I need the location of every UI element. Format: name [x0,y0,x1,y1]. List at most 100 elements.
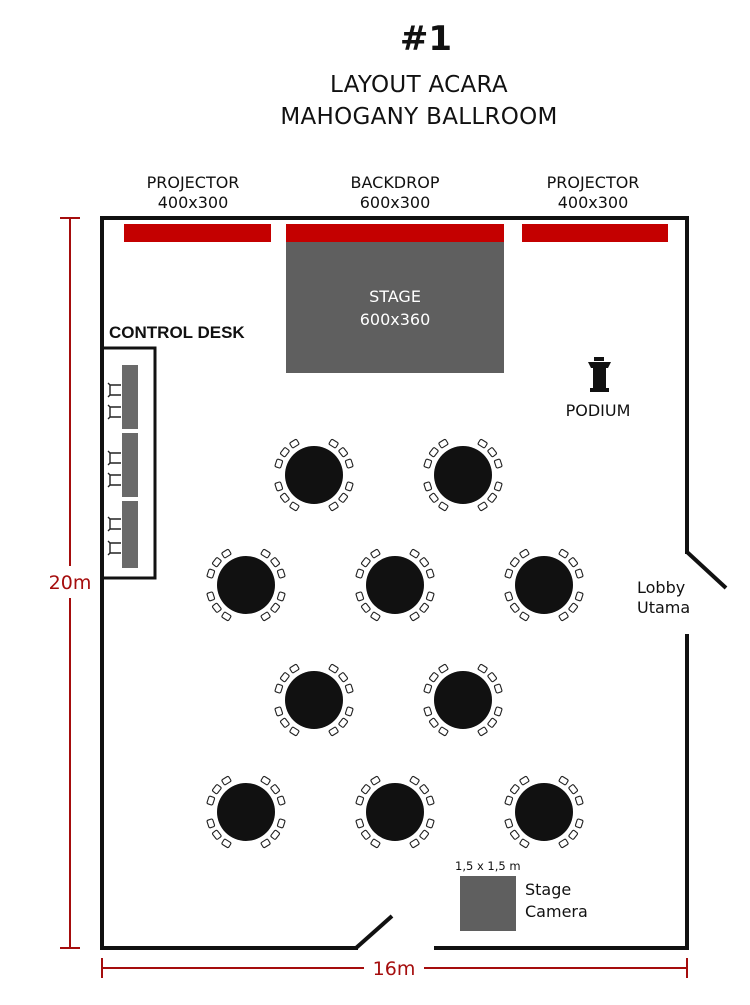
chair [370,775,381,786]
chair [280,717,290,728]
round-table [274,438,354,512]
title-line-1: LAYOUT ACARA [330,72,508,98]
table-top [434,446,492,504]
chair [221,838,232,849]
chair [328,726,339,737]
control-desk-chair [107,404,121,420]
chair [289,726,300,737]
projector-right-label: PROJECTOR [547,173,640,192]
chair [429,447,439,458]
chair [344,481,354,492]
chair [519,548,530,559]
chair [423,706,433,717]
round-table [423,663,503,737]
layout-number: #1 [400,19,452,59]
title-line-2: MAHOGANY BALLROOM [280,104,557,130]
chair [280,492,290,503]
table-top [217,783,275,841]
backdrop-label: BACKDROP [351,173,440,192]
height-dimension-line [60,217,80,949]
table-top [285,446,343,504]
chair [338,717,348,728]
chair [487,447,497,458]
chair [429,717,439,728]
stage-camera-label-line1: Stage [525,880,571,899]
chair [568,784,578,795]
control-desk-table [122,365,138,429]
projector-left-size: 400x300 [158,193,229,212]
chair [289,438,300,449]
chair [206,795,216,806]
chair [260,775,271,786]
podium-icon [588,357,611,392]
room-walls [100,216,689,950]
projector-left-screen [124,224,271,242]
chair [574,818,584,829]
chair [409,775,420,786]
stage-label: STAGE [369,287,421,306]
table-top [434,671,492,729]
chair [274,683,284,694]
chair [519,838,530,849]
table-top [285,671,343,729]
stage [286,242,504,373]
table-top [366,783,424,841]
chair [276,591,286,602]
round-table [504,775,584,849]
chair [425,818,435,829]
backdrop-size: 600x300 [360,193,431,212]
chair [274,706,284,717]
chair [423,683,433,694]
round-table [274,663,354,737]
chair [276,568,286,579]
chair [289,501,300,512]
chair [487,672,497,683]
round-table [423,438,503,512]
chair [438,663,449,674]
projector-right-screen [522,224,668,242]
projector-right-size: 400x300 [558,193,629,212]
chair [504,568,514,579]
stage-size: 600x360 [360,310,431,329]
chair [280,447,290,458]
chair [504,818,514,829]
chair [568,557,578,568]
stage-camera-size: 1,5 x 1,5 m [455,859,521,873]
chair [338,447,348,458]
chair [510,557,520,568]
chair [510,784,520,795]
chair [429,672,439,683]
control-desk-chair [107,472,121,488]
chair [289,663,300,674]
chair [361,829,371,840]
chair [568,829,578,840]
chair [328,501,339,512]
chair [221,611,232,622]
control-desk-area [100,346,157,580]
round-table [504,548,584,622]
control-desk-table [122,433,138,497]
chair [574,795,584,806]
lobby-door [685,550,728,590]
bottom-door [354,914,394,950]
chair [361,557,371,568]
chair [409,838,420,849]
chair [212,557,222,568]
chair [344,458,354,469]
round-table [355,548,435,622]
chair [276,818,286,829]
chair [477,726,488,737]
height-dimension-label: 20m [49,572,92,594]
chair [344,683,354,694]
chair [274,481,284,492]
chair [574,568,584,579]
control-desk-chair [107,516,121,532]
chair [423,458,433,469]
chair [493,458,503,469]
control-desk-label: CONTROL DESK [109,323,245,342]
chair [568,602,578,613]
control-desk-chair [107,450,121,466]
chair [438,438,449,449]
chair [270,557,280,568]
